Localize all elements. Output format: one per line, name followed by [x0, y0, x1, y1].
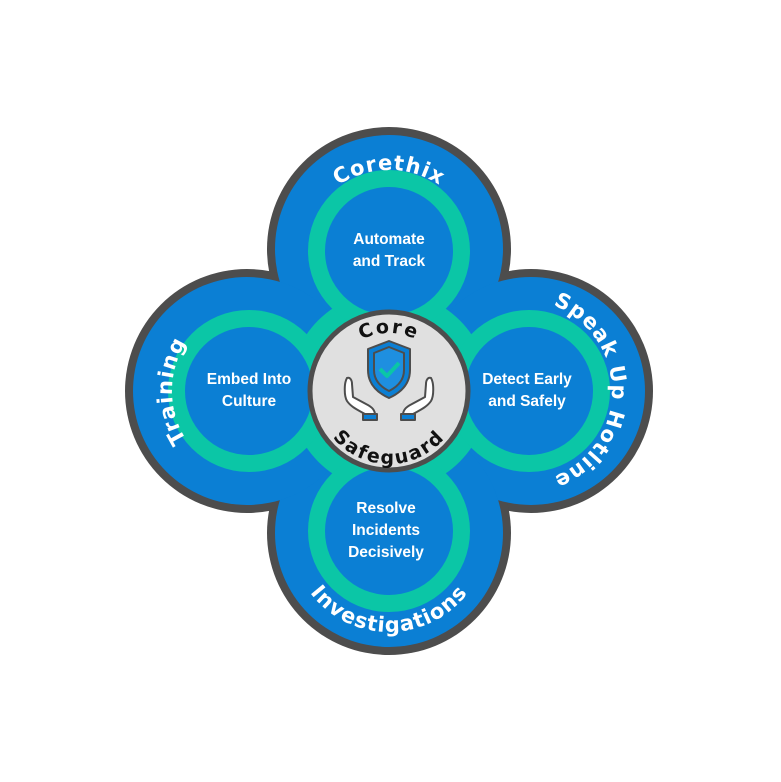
- inner-line: Automate: [353, 231, 425, 248]
- inner-line: Culture: [221, 393, 277, 410]
- inner-line: Detect Early: [482, 371, 572, 388]
- inner-line: Resolve: [356, 500, 416, 517]
- lobe-left-inner-text: Embed Into Culture: [179, 369, 319, 413]
- lobe-right-inner-text: Detect Early and Safely: [457, 369, 597, 413]
- inner-line: Incidents: [351, 522, 421, 539]
- inner-line: and Safely: [488, 393, 566, 410]
- inner-line: Decisively: [348, 544, 424, 561]
- shield-check-hands-icon: [343, 340, 435, 421]
- lobe-bottom-inner-text: Resolve Incidents Decisively: [316, 498, 456, 564]
- ring-inner-fills: [185, 187, 593, 595]
- lobe-top-inner-text: Automate and Track: [319, 229, 459, 273]
- inner-line: and Track: [352, 253, 426, 270]
- inner-line: Embed Into: [206, 371, 292, 388]
